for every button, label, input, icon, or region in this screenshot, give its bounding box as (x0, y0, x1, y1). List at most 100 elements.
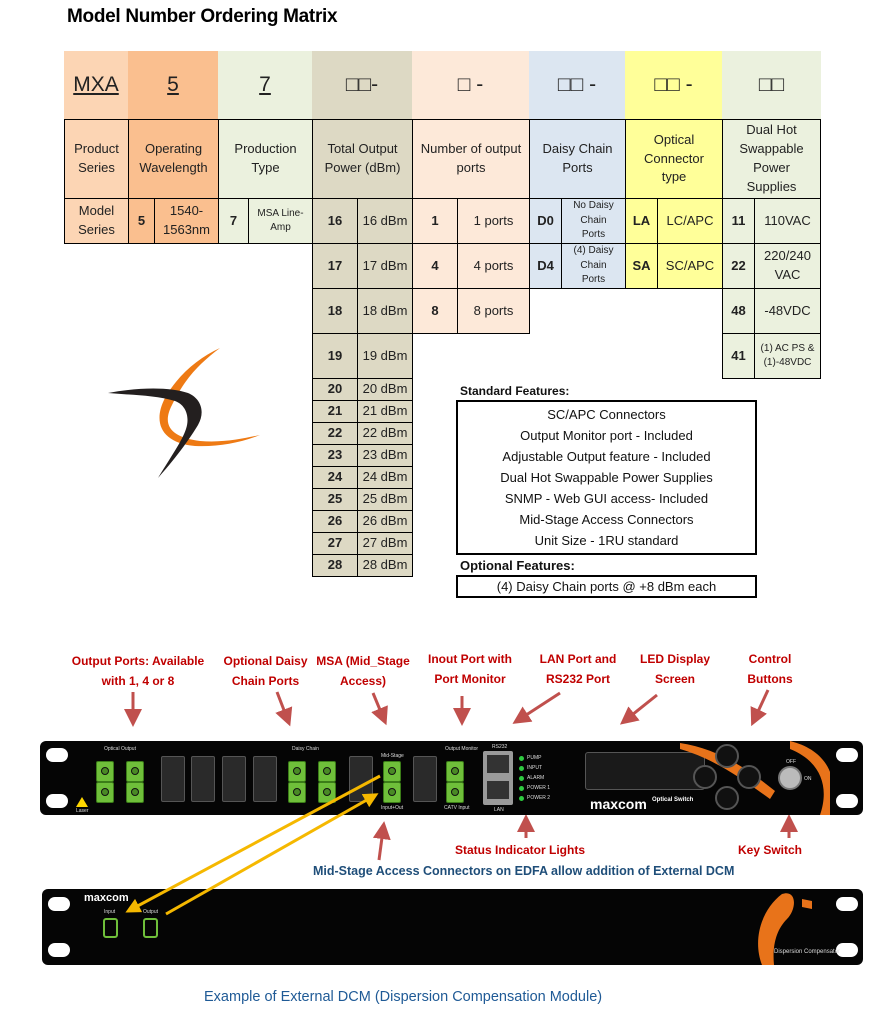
blank-slot (191, 756, 215, 802)
power-value: 20 dBm (357, 378, 413, 401)
power-value: 26 dBm (357, 510, 413, 533)
optical-output-label: Optical Output (104, 746, 136, 752)
left-button[interactable] (693, 765, 717, 789)
standard-feature-item: Dual Hot Swappable Power Supplies (500, 470, 713, 485)
up-button[interactable] (715, 744, 739, 768)
standard-feature-item: Unit Size - 1RU standard (534, 533, 679, 548)
lan-port[interactable] (487, 781, 509, 799)
code-power: □□- (312, 51, 412, 119)
supply-value: 220/240 VAC (754, 243, 821, 289)
page-title: Model Number Ordering Matrix (67, 6, 338, 27)
code-production: 7 (218, 51, 312, 119)
key-switch[interactable] (778, 766, 802, 790)
optional-features-title: Optional Features: (460, 558, 575, 573)
daisy-port-4[interactable] (318, 782, 336, 803)
catv-input-label: CATV Input (444, 805, 470, 811)
blank-slot (349, 756, 373, 802)
power-value: 22 dBm (357, 422, 413, 445)
annotation-input-port: Inout Port with Port Monitor (428, 652, 512, 686)
power-code: 21 (312, 400, 358, 423)
annotation-output-ports: Output Ports: Available with 1, 4 or 8 (71, 654, 205, 688)
ports-code: 4 (412, 243, 458, 289)
down-button[interactable] (715, 786, 739, 810)
output-port-1[interactable] (96, 761, 114, 782)
rack-ear-hole (836, 748, 858, 762)
output-port-3[interactable] (126, 761, 144, 782)
input-out-label: Input+Out (381, 805, 404, 811)
catv-input-port[interactable] (446, 782, 464, 803)
power-value: 25 dBm (357, 488, 413, 511)
header-production-type: Production Type (218, 119, 313, 199)
code-product: MXA (64, 51, 128, 119)
power-code: 18 (312, 288, 358, 334)
arrow-lan (512, 691, 561, 724)
dcm-output-port[interactable] (143, 918, 158, 938)
optional-features-box: (4) Daisy Chain ports @ +8 dBm each (456, 575, 757, 598)
connector-value: SC/APC (657, 243, 723, 289)
annotation-msa: MSA (Mid_Stage Access) (316, 654, 410, 688)
arrow-msa (371, 692, 388, 726)
output-port-2[interactable] (96, 782, 114, 803)
daisy-port-2[interactable] (288, 782, 306, 803)
production-value: MSA Line-Amp (248, 198, 313, 244)
supply-code: 48 (722, 288, 755, 334)
status-led (519, 796, 524, 801)
status-led-label: PUMP (527, 755, 542, 761)
annotation-control-buttons: Control Buttons (747, 652, 793, 686)
standard-feature-item: SNMP - Web GUI access- Included (504, 491, 709, 506)
mid-stage-port-in[interactable] (383, 782, 401, 803)
standard-feature-item: Output Monitor port - Included (520, 428, 693, 443)
header-connector: Optical Connector type (625, 119, 723, 199)
power-code: 22 (312, 422, 358, 445)
annotation-mid-stage-note: Mid-Stage Access Connectors on EDFA allo… (313, 864, 735, 878)
daisy-code: D0 (529, 198, 562, 244)
brand-logo: maxcom (590, 796, 647, 812)
connector-code: SA (625, 243, 658, 289)
daisy-port-1[interactable] (288, 761, 306, 782)
supply-value: (1) AC PS & (1)-48VDC (754, 333, 821, 379)
output-monitor-port[interactable] (446, 761, 464, 782)
power-code: 24 (312, 466, 358, 489)
right-button[interactable] (737, 765, 761, 789)
rack-ear-hole (48, 897, 70, 911)
power-value: 21 dBm (357, 400, 413, 423)
ports-value: 1 ports (457, 198, 530, 244)
status-led (519, 776, 524, 781)
mid-stage-port-out[interactable] (383, 761, 401, 782)
power-code: 19 (312, 333, 358, 379)
daisy-chain-label: Daisy Chain (292, 746, 319, 752)
power-value: 24 dBm (357, 466, 413, 489)
rj45-ports (483, 751, 513, 805)
code-wavelength: 5 (128, 51, 218, 119)
power-value: 17 dBm (357, 243, 413, 289)
dcm-input-port[interactable] (103, 918, 118, 938)
rack-ear-hole (48, 943, 70, 957)
blank-slot (161, 756, 185, 802)
standard-features-title: Standard Features: (460, 384, 570, 398)
ports-code: 1 (412, 198, 458, 244)
arrow-led (619, 693, 658, 725)
rs232-port[interactable] (487, 755, 509, 773)
rs232-label: RS232 (492, 744, 508, 750)
supply-code: 41 (722, 333, 755, 379)
ports-value: 8 ports (457, 288, 530, 334)
ports-code: 8 (412, 288, 458, 334)
power-code: 26 (312, 510, 358, 533)
rack-ear-hole (46, 748, 68, 762)
standard-feature-item: Adjustable Output feature - Included (502, 449, 711, 464)
output-monitor-label: Output Monitor (445, 746, 479, 752)
annotation-led-display: LED Display Screen (639, 652, 711, 686)
daisy-value: No Daisy Chain Ports (561, 198, 626, 244)
power-value: 19 dBm (357, 333, 413, 379)
annotation-lan: LAN Port and RS232 Port (539, 652, 617, 686)
supply-code: 22 (722, 243, 755, 289)
wavelength-value: 1540-1563nm (154, 198, 219, 244)
daisy-port-3[interactable] (318, 761, 336, 782)
production-code: 7 (218, 198, 249, 244)
dcm-product-name: Dispersion Compensator (774, 949, 841, 955)
output-port-4[interactable] (126, 782, 144, 803)
supply-code: 11 (722, 198, 755, 244)
power-value: 18 dBm (357, 288, 413, 334)
header-output-ports: Number of output ports (412, 119, 530, 199)
power-code: 16 (312, 198, 358, 244)
